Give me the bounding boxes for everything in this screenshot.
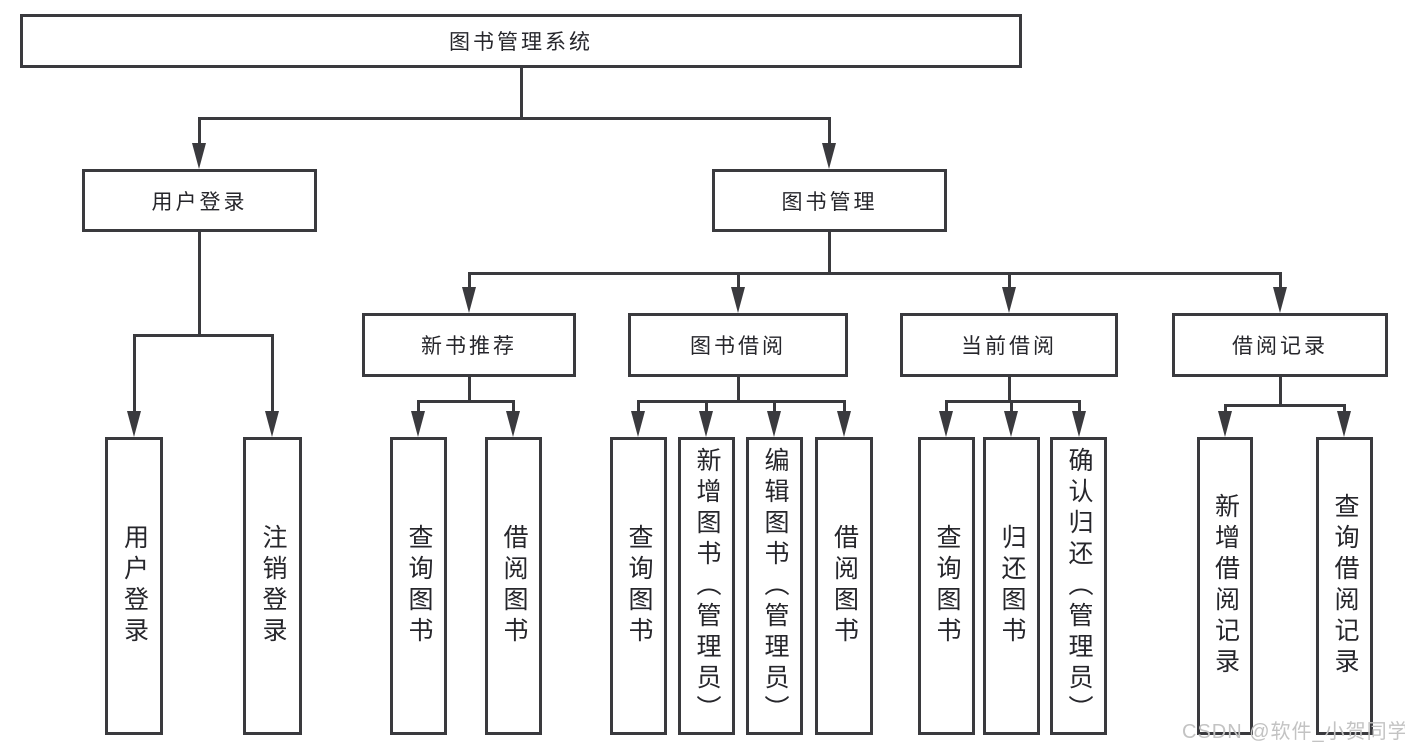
connector-root-stem <box>520 68 523 117</box>
leaf-bb-borrow-book: 借阅图书 <box>815 437 873 735</box>
arrow-down-bb-add <box>699 411 713 437</box>
leaf-br-add-record-label: 新增借阅记录 <box>1211 493 1240 679</box>
arrow-down-nb-query <box>411 411 425 437</box>
node-root-label: 图书管理系统 <box>449 31 593 54</box>
connector-new-book-stem <box>468 377 471 403</box>
leaf-cb-return-book: 归还图书 <box>983 437 1040 735</box>
connector-book-borrow-rail <box>637 400 846 403</box>
connector-drop-bb-edit <box>773 400 776 413</box>
node-book-management: 图书管理 <box>712 169 947 232</box>
connector-drop-leaf-logout <box>271 334 274 413</box>
arrow-down-leaf-logout <box>265 411 279 437</box>
leaf-nb-borrow-book-label: 借阅图书 <box>500 524 528 648</box>
connector-book-management-stem <box>828 232 831 275</box>
leaf-logout: 注销登录 <box>243 437 302 735</box>
node-new-book-recommend: 新书推荐 <box>362 313 576 377</box>
connector-drop-br-query <box>1343 404 1346 413</box>
node-user-login: 用户登录 <box>82 169 317 232</box>
connector-drop-br-add <box>1224 404 1227 413</box>
connector-drop-user-login <box>198 117 201 145</box>
arrow-down-cb-return <box>1004 411 1018 437</box>
arrow-down-br-query <box>1337 411 1351 437</box>
connector-drop-book-borrow <box>737 272 740 289</box>
arrow-down-cb-confirm <box>1072 411 1086 437</box>
arrow-down-cb-query <box>939 411 953 437</box>
node-book-management-label: 图书管理 <box>781 190 878 214</box>
node-current-borrow-label: 当前借阅 <box>961 335 1057 358</box>
leaf-logout-label: 注销登录 <box>259 524 287 648</box>
connector-drop-new-book <box>468 272 471 289</box>
leaf-cb-confirm-return-label: 确认归还（管理员） <box>1065 446 1093 726</box>
connector-drop-borrow-record <box>1279 272 1282 289</box>
arrow-down-br-add <box>1218 411 1232 437</box>
leaf-nb-query-book: 查询图书 <box>390 437 447 735</box>
arrow-down-bb-edit <box>767 411 781 437</box>
connector-borrow-record-rail <box>1224 404 1346 407</box>
arrow-down-book-borrow <box>731 287 745 313</box>
arrow-down-nb-borrow <box>506 411 520 437</box>
arrow-down-new-book <box>462 287 476 313</box>
leaf-bb-query-book: 查询图书 <box>610 437 667 735</box>
leaf-cb-query-book: 查询图书 <box>918 437 975 735</box>
leaf-br-add-record: 新增借阅记录 <box>1197 437 1253 735</box>
connector-user-login-stem <box>198 232 201 337</box>
connector-drop-nb-borrow <box>512 400 515 413</box>
leaf-nb-query-book-label: 查询图书 <box>405 524 433 648</box>
node-book-borrow-label: 图书借阅 <box>690 335 786 358</box>
leaf-bb-edit-book: 编辑图书（管理员） <box>746 437 803 735</box>
connector-new-book-rail <box>417 400 515 403</box>
connector-drop-cb-confirm <box>1078 400 1081 413</box>
connector-borrow-record-stem <box>1279 377 1282 407</box>
leaf-br-query-record: 查询借阅记录 <box>1316 437 1373 735</box>
arrow-down-bb-borrow <box>837 411 851 437</box>
connector-drop-bb-borrow <box>843 400 846 413</box>
watermark-text: CSDN @软件_小贺同学 <box>1182 721 1405 743</box>
node-root-system: 图书管理系统 <box>20 14 1022 68</box>
leaf-bb-add-book-label: 新增图书（管理员） <box>693 446 721 726</box>
leaf-br-query-record-label: 查询借阅记录 <box>1331 493 1359 679</box>
arrow-down-bb-query <box>631 411 645 437</box>
leaf-bb-query-book-label: 查询图书 <box>625 524 653 648</box>
node-user-login-label: 用户登录 <box>151 190 248 214</box>
connector-drop-nb-query <box>417 400 420 413</box>
leaf-cb-confirm-return: 确认归还（管理员） <box>1050 437 1107 735</box>
arrow-down-leaf-user-login <box>127 411 141 437</box>
connector-drop-current-borrow <box>1008 272 1011 289</box>
leaf-cb-query-book-label: 查询图书 <box>933 524 961 648</box>
arrow-down-book-management <box>822 143 836 169</box>
node-current-borrow: 当前借阅 <box>900 313 1118 377</box>
connector-root-rail <box>198 117 831 120</box>
node-new-book-recommend-label: 新书推荐 <box>421 335 517 358</box>
leaf-bb-borrow-book-label: 借阅图书 <box>830 524 859 648</box>
connector-drop-bb-add <box>705 400 708 413</box>
connector-book-borrow-stem <box>737 377 740 403</box>
node-borrow-record: 借阅记录 <box>1172 313 1388 377</box>
leaf-nb-borrow-book: 借阅图书 <box>485 437 542 735</box>
leaf-cb-return-book-label: 归还图书 <box>998 524 1026 648</box>
arrow-down-borrow-record <box>1273 287 1287 313</box>
leaf-bb-add-book: 新增图书（管理员） <box>678 437 735 735</box>
leaf-user-login: 用户登录 <box>105 437 163 735</box>
connector-drop-cb-query <box>945 400 948 413</box>
leaf-bb-edit-book-label: 编辑图书（管理员） <box>761 446 789 726</box>
connector-drop-book-management <box>828 117 831 145</box>
arrow-down-user-login <box>192 143 206 169</box>
connector-current-borrow-stem <box>1008 377 1011 403</box>
connector-level3-rail <box>468 272 1281 275</box>
node-book-borrow: 图书借阅 <box>628 313 848 377</box>
arrow-down-current-borrow <box>1002 287 1016 313</box>
leaf-user-login-label: 用户登录 <box>120 524 149 648</box>
connector-drop-bb-query <box>637 400 640 413</box>
connector-drop-leaf-user-login <box>133 334 136 413</box>
connector-current-borrow-rail <box>945 400 1081 403</box>
connector-drop-cb-return <box>1010 400 1013 413</box>
connector-user-login-rail <box>133 334 274 337</box>
node-borrow-record-label: 借阅记录 <box>1232 335 1328 358</box>
